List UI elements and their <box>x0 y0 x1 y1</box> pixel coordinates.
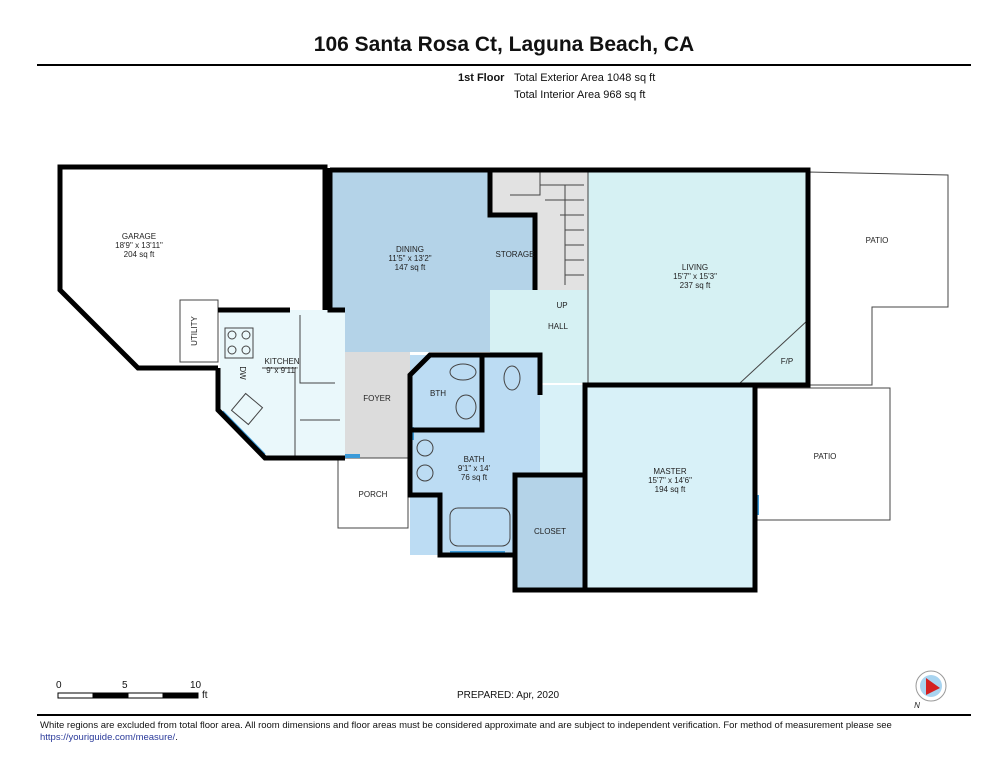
divider <box>37 64 971 66</box>
wall <box>57 164 328 371</box>
wall <box>512 472 585 590</box>
compass-north: N <box>914 701 920 710</box>
scale-unit: ft <box>202 690 208 701</box>
bath-area: 76 sq ft <box>461 473 488 482</box>
utility-outline <box>179 299 219 363</box>
living-area: 237 sq ft <box>680 281 711 290</box>
divider <box>37 714 971 716</box>
scale-tick-10: 10 <box>190 680 202 691</box>
master-label: MASTER <box>653 467 687 476</box>
wall <box>327 168 345 313</box>
scale-bar <box>57 692 199 699</box>
dining-room <box>330 170 490 352</box>
floor-label: 1st Floor <box>458 72 505 84</box>
master-dims: 15'7" x 14'6" <box>648 476 692 485</box>
patio-outline <box>807 171 949 386</box>
wall <box>585 385 758 593</box>
closet-label: CLOSET <box>534 527 566 536</box>
prepared-date: PREPARED: Apr, 2020 <box>457 690 560 701</box>
patio2-label: PATIO <box>814 452 837 461</box>
wall <box>487 170 538 290</box>
wall <box>407 430 515 558</box>
dishwasher-label: DW <box>238 366 247 380</box>
wall <box>407 352 543 458</box>
wall <box>215 368 345 461</box>
storage-label: STORAGE <box>496 250 535 259</box>
disclaimer-text: White regions are excluded from total fl… <box>40 720 892 731</box>
storage-room <box>490 215 535 290</box>
up-label: UP <box>556 301 567 310</box>
kitchen-dims: 9' x 9'11" <box>266 366 298 375</box>
bth-label: BTH <box>430 389 446 398</box>
living-room <box>588 170 808 383</box>
kitchen-label: KITCHEN <box>264 357 299 366</box>
garage-label: GARAGE <box>122 232 156 241</box>
bath-label: BATH <box>464 455 485 464</box>
master-area: 194 sq ft <box>655 485 686 494</box>
patio-label: PATIO <box>866 236 889 245</box>
dining-label: DINING <box>396 245 424 254</box>
fp-label: F/P <box>781 357 793 366</box>
interior-area: Total Interior Area 968 sq ft <box>514 89 646 101</box>
garage-dims: 18'9" x 13'11" <box>115 241 163 250</box>
scale-tick-0: 0 <box>56 680 62 691</box>
dining-area: 147 sq ft <box>395 263 426 272</box>
porch-label: PORCH <box>359 490 388 499</box>
scale-tick-5: 5 <box>122 680 128 691</box>
foyer-area <box>345 352 410 458</box>
compass-icon <box>915 670 947 702</box>
foyer-label: FOYER <box>363 394 391 403</box>
living-label: LIVING <box>682 263 708 272</box>
living-dims: 15'7" x 15'3" <box>673 272 717 281</box>
closet-room <box>515 475 585 590</box>
utility-label: UTILITY <box>190 315 199 345</box>
measure-link[interactable]: https://youriguide.com/measure/ <box>40 732 176 743</box>
disclaimer-end: . <box>175 732 178 743</box>
dining-dims: 11'5" x 13'2" <box>388 254 431 263</box>
kitchen-room <box>220 310 345 458</box>
exterior-area: Total Exterior Area 1048 sq ft <box>514 72 656 84</box>
garage-area: 204 sq ft <box>124 250 155 259</box>
wall <box>410 355 485 433</box>
page-title: 106 Santa Rosa Ct, Laguna Beach, CA <box>313 33 695 56</box>
disclaimer: White regions are excluded from total fl… <box>40 720 940 744</box>
bth-room <box>410 355 540 430</box>
hall-label: HALL <box>548 322 569 331</box>
bath-dims: 9'1" x 14' <box>458 464 491 473</box>
